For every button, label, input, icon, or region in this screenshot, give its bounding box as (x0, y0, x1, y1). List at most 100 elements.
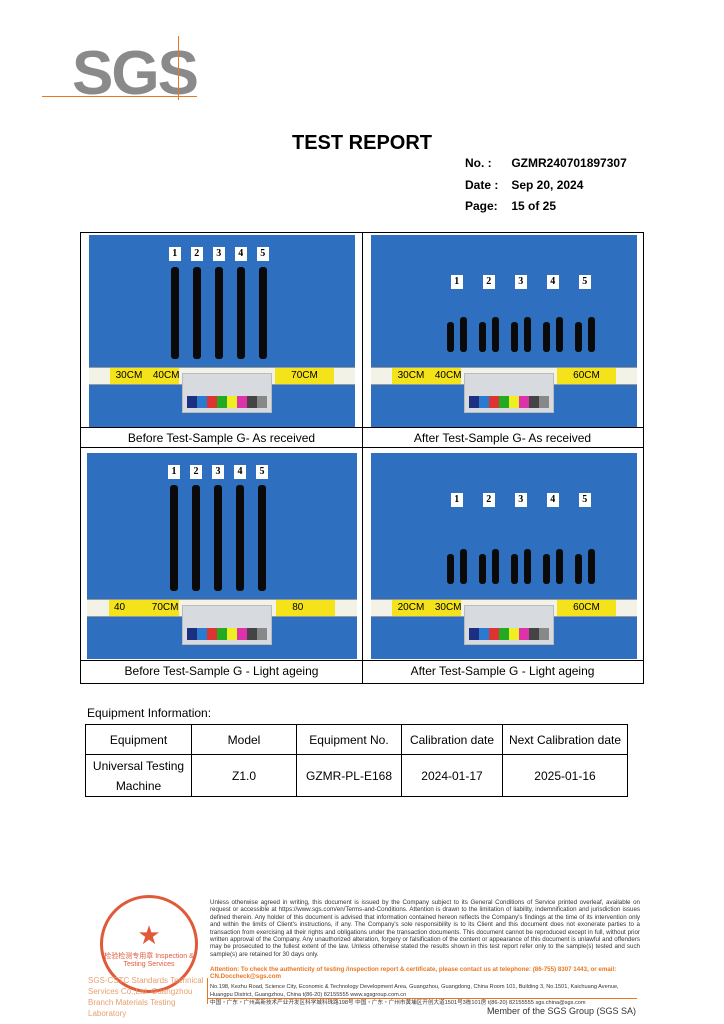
sample-number-label: 3 (212, 465, 224, 479)
sample-number-label: 2 (482, 493, 495, 507)
sample-strip-broken (446, 554, 454, 584)
sample-number-label: 3 (514, 493, 527, 507)
sample-strip-broken (459, 549, 467, 584)
report-number: No. : GZMR240701897307 (465, 156, 627, 170)
logo-divider (42, 96, 197, 97)
label: No. : (465, 156, 492, 170)
sample-number-label: 5 (256, 247, 269, 261)
sample-strip-broken (446, 322, 454, 352)
header-cell: Model (191, 724, 297, 755)
header-cell: Calibration date (401, 724, 503, 755)
sample-strip-broken (574, 554, 582, 584)
color-chart (464, 373, 554, 413)
cell: 2025-01-16 (502, 754, 628, 797)
sample-strip-broken (478, 554, 486, 584)
cell: Universal Testing Machine (85, 754, 192, 797)
sample-number-label: 4 (546, 493, 559, 507)
header-cell: Next Calibration date (502, 724, 628, 755)
sample-number-label: 5 (578, 493, 591, 507)
addresses: No.198, Kezhu Road, Science City, Econom… (210, 983, 640, 1007)
sample-number-label: 5 (256, 465, 268, 479)
sample-number-label: 5 (578, 275, 591, 289)
sample-number-label: 1 (168, 247, 181, 261)
ruler-label: 30CM (434, 602, 462, 613)
ruler-label: 80 (292, 602, 304, 613)
sample-strip-broken (542, 554, 550, 584)
sample-strip-broken (587, 549, 595, 584)
cell: 2024-01-17 (401, 754, 503, 797)
company-name: SGS-CSTC Standards Technical Services Co… (88, 976, 204, 1018)
page-title: TEST REPORT (291, 132, 432, 154)
page-number: Page: 15 of 25 (465, 199, 556, 213)
ruler-label: 60CM (573, 602, 600, 613)
ruler-label: 30CM (397, 370, 425, 381)
sample-number-label: 4 (234, 465, 246, 479)
sample-strip (170, 485, 178, 591)
ruler-label: 40CM (434, 370, 462, 381)
label: Page: (465, 199, 498, 213)
color-chart (182, 605, 272, 645)
address-cn: 中国・广东・广州高新技术产业开发区科学城科珠路198号 中国・广东・广州市黄埔区… (210, 1000, 586, 1006)
authenticity-notice: Attention: To check the authenticity of … (210, 966, 617, 981)
ruler-label: 30CM (115, 370, 143, 381)
ruler-label: 60CM (573, 370, 600, 381)
photo-caption: Before Test-Sample G - Light ageing (81, 660, 362, 681)
sample-number-label: 1 (450, 493, 463, 507)
sample-number-label: 4 (234, 247, 247, 261)
ruler-label: 70CM (291, 370, 318, 381)
sample-strip-broken (587, 317, 595, 352)
address-en: No.198, Kezhu Road, Science City, Econom… (210, 984, 619, 998)
sample-strip-broken (491, 549, 499, 584)
sample-number-label: 3 (514, 275, 527, 289)
color-chart (182, 373, 272, 413)
header-cell: Equipment (85, 724, 192, 755)
table-header-row: Equipment Model Equipment No. Calibratio… (85, 724, 628, 755)
color-chart (464, 605, 554, 645)
sample-strip (214, 267, 223, 359)
sample-strip-broken (510, 322, 518, 352)
ruler-label: 40 (114, 602, 126, 613)
sample-number-label: 3 (212, 247, 225, 261)
sample-strip-broken (491, 317, 499, 352)
sample-strip-broken (555, 317, 563, 352)
sample-strip (236, 267, 245, 359)
sample-strip-broken (523, 317, 531, 352)
equipment-heading: Equipment Information: (87, 706, 212, 720)
sample-strip-broken (523, 549, 531, 584)
photo-caption: After Test-Sample G - Light ageing (362, 660, 643, 681)
sample-strip (170, 267, 179, 359)
ruler-label: 20CM (397, 602, 425, 613)
sample-strip-broken (542, 322, 550, 352)
legal-disclaimer: Unless otherwise agreed in writing, this… (210, 899, 640, 958)
equipment-table: Equipment Model Equipment No. Calibratio… (85, 724, 628, 797)
sample-strip (258, 267, 267, 359)
sample-strip-broken (510, 554, 518, 584)
sample-strip (214, 485, 222, 591)
report-date: Date : Sep 20, 2024 (465, 178, 583, 192)
value: 15 of 25 (511, 199, 557, 213)
footer-divider (207, 998, 637, 999)
sample-number-label: 2 (190, 465, 202, 479)
member-text: Member of the SGS Group (SGS SA) (486, 1006, 636, 1016)
label: Date : (465, 178, 499, 192)
table-row: Universal Testing Machine Z1.0 GZMR-PL-E… (85, 754, 628, 797)
sample-strip (258, 485, 266, 591)
photo-caption: After Test-Sample G- As received (362, 427, 643, 448)
inspection-stamp: ★ 检验检测专用章 Inspection & Testing Services (100, 895, 198, 993)
logo-divider-vertical (178, 36, 179, 100)
ruler-label: 40CM (152, 370, 180, 381)
photo-caption: Before Test-Sample G- As received (81, 427, 362, 448)
star-icon: ★ (137, 920, 161, 950)
header-cell: Equipment No. (296, 724, 402, 755)
sample-strip-broken (459, 317, 467, 352)
sample-strip (236, 485, 244, 591)
sample-strip (192, 267, 201, 359)
value: Sep 20, 2024 (511, 178, 584, 192)
sample-number-label: 1 (168, 465, 180, 479)
sample-number-label: 1 (450, 275, 463, 289)
sample-strip-broken (555, 549, 563, 584)
